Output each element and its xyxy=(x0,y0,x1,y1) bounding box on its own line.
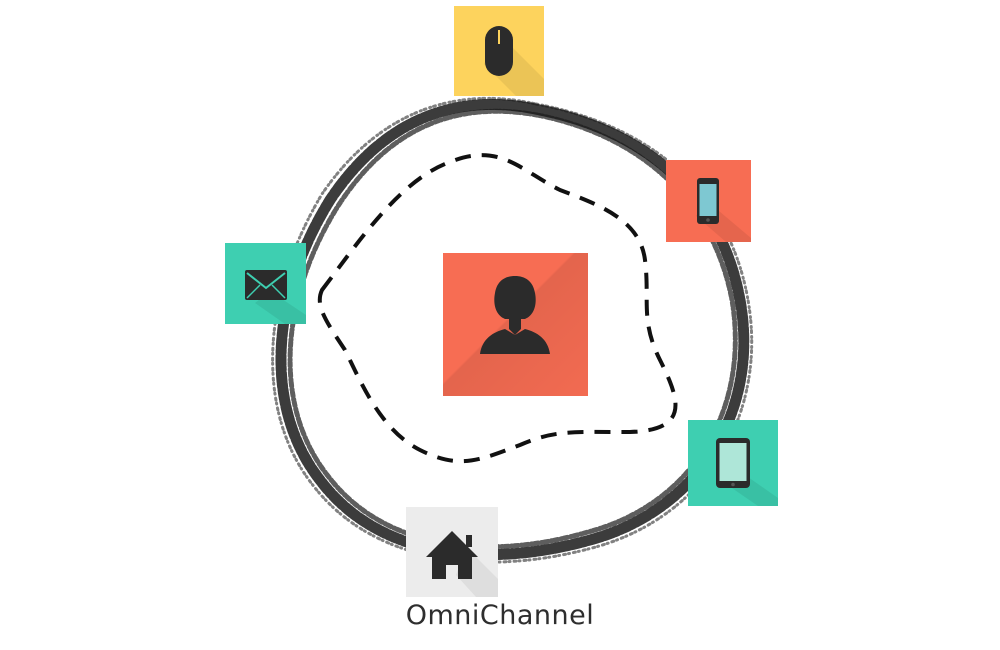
home-channel-node xyxy=(406,507,498,597)
smartphone-icon xyxy=(696,178,751,242)
envelope-icon xyxy=(245,270,306,324)
journey-path xyxy=(317,153,678,464)
email-channel-node xyxy=(225,243,306,324)
smartphone-channel-node xyxy=(666,160,751,242)
mouse-channel-node xyxy=(454,6,544,96)
home-icon xyxy=(426,531,498,597)
mouse-icon xyxy=(484,26,544,96)
tablet-channel-node xyxy=(688,420,778,506)
diagram-caption: OmniChannel xyxy=(405,600,595,631)
person-icon xyxy=(480,276,550,354)
center-customer-node xyxy=(443,253,588,396)
tablet-icon xyxy=(716,438,778,506)
